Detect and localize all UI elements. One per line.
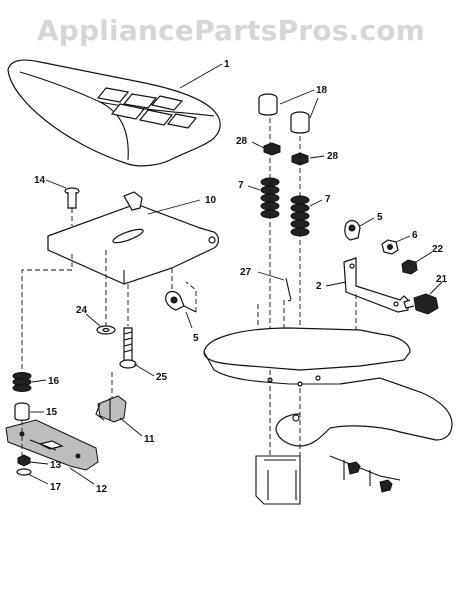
callout-5b: 5 — [193, 333, 199, 344]
bracket-part — [343, 257, 409, 313]
clip-part — [344, 219, 361, 241]
callout-7a: 7 — [238, 180, 244, 191]
seat-pan-part — [47, 191, 220, 285]
lock-nut-part — [16, 454, 32, 476]
callout-1: 1 — [224, 59, 230, 70]
callout-18: 18 — [316, 85, 328, 96]
callout-28b: 28 — [327, 151, 339, 162]
shoulder-bolt-part — [119, 327, 137, 369]
callout-2: 2 — [316, 281, 322, 292]
hex-nut-part — [401, 259, 418, 275]
callout-5a: 5 — [377, 212, 383, 223]
bolt-part — [64, 187, 80, 209]
bushing-part — [258, 93, 310, 134]
callout-10: 10 — [205, 195, 217, 206]
callout-28a: 28 — [236, 136, 248, 147]
washer-part — [96, 325, 116, 335]
callout-22: 22 — [432, 244, 444, 255]
callout-27: 27 — [240, 267, 252, 278]
small-spring-part — [12, 372, 32, 392]
fender-frame — [203, 327, 453, 505]
spring-part — [260, 177, 310, 237]
seat-part — [7, 59, 221, 167]
callout-13: 13 — [50, 460, 62, 471]
base-plate-part — [5, 419, 99, 471]
clip-part-lower — [165, 290, 197, 313]
callout-16: 16 — [48, 376, 60, 387]
callout-24: 24 — [76, 305, 88, 316]
callout-21: 21 — [436, 274, 448, 285]
pin-part — [285, 277, 292, 302]
watermark: AppliancePartsPros.com — [36, 14, 426, 47]
callout-25: 25 — [156, 372, 168, 383]
callout-12: 12 — [96, 484, 108, 495]
seat-knob-part — [403, 293, 439, 315]
small-bushing-part — [14, 402, 30, 421]
callout-17: 17 — [50, 482, 62, 493]
callout-7b: 7 — [325, 194, 331, 205]
knob-part — [381, 239, 399, 255]
pivot-bracket-part — [95, 395, 127, 423]
callout-14: 14 — [34, 175, 46, 186]
callout-6: 6 — [412, 230, 418, 241]
callout-11: 11 — [144, 434, 155, 445]
nut-part — [263, 142, 309, 166]
callout-15: 15 — [46, 407, 58, 418]
